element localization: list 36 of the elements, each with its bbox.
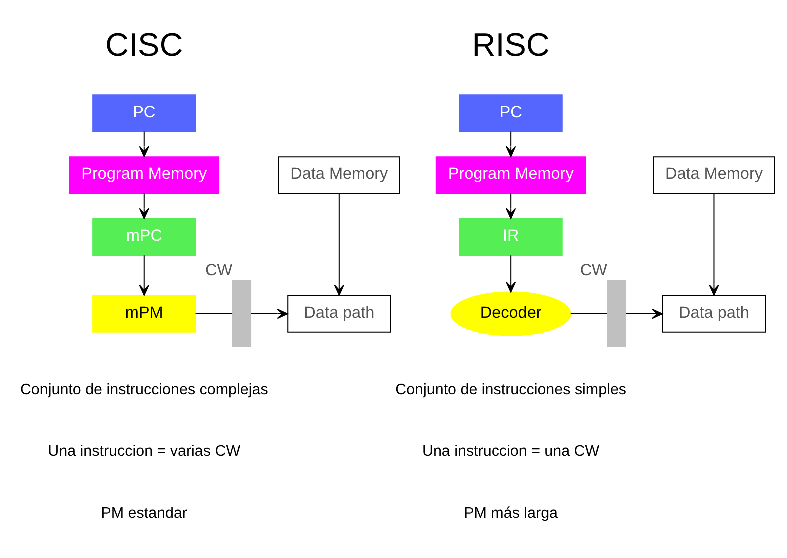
label: PM estandar (101, 504, 188, 522)
label: PM más larga (464, 504, 558, 522)
node-box: Data path (288, 294, 392, 332)
label: RISC (472, 26, 550, 63)
connector (196, 313, 233, 314)
label: Una instruccion = una CW (422, 442, 600, 460)
arrow (139, 255, 150, 296)
connector (570, 313, 608, 314)
arrow (506, 193, 516, 219)
arrow (334, 193, 344, 296)
node-box: Data Memory (278, 156, 400, 194)
arrow (251, 308, 288, 319)
node-box: Program Memory (69, 156, 220, 194)
node-bar (607, 280, 626, 348)
node-label: CW (206, 261, 233, 280)
arrow (506, 255, 516, 292)
node-box: mPC (92, 218, 196, 256)
label: Una instruccion = varias CW (48, 442, 241, 460)
label: Conjunto de instrucciones simples (396, 380, 627, 398)
node-box: Data Memory (653, 156, 776, 194)
node-bar (232, 280, 252, 348)
node-box: IR (459, 218, 563, 256)
arrow (709, 193, 720, 296)
label: CISC (106, 26, 184, 63)
label: Conjunto de instrucciones complejas (20, 380, 268, 398)
node-ellipse: Decoder (450, 291, 572, 336)
node-box: Data path (662, 294, 766, 332)
node-label: CW (580, 261, 608, 280)
node-box: PC (92, 94, 196, 132)
arrow (506, 131, 516, 157)
arrow (139, 193, 150, 219)
arrow (626, 308, 664, 319)
node-box: Program Memory (436, 156, 586, 194)
arrow (139, 131, 150, 157)
node-box: PC (459, 94, 563, 132)
node-box: mPM (92, 294, 196, 332)
